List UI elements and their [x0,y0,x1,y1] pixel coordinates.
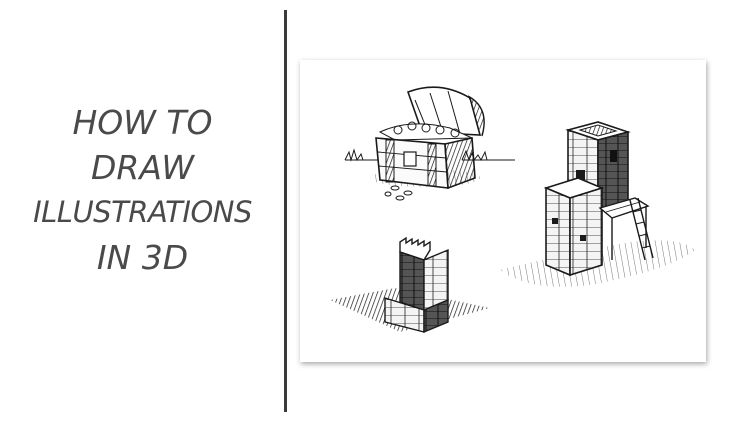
vertical-divider [284,10,287,412]
stone-tower-icon [500,121,695,287]
ink-illustration [330,86,695,334]
title-line-2: DRAW [91,148,194,187]
castle-turret-icon [330,236,490,334]
title-line-3: ILLUSTRATIONS [33,195,252,229]
treasure-chest-icon [344,86,515,201]
title-line-4: IN 3D [96,238,189,277]
illustration-card [300,60,706,362]
title-line-1: HOW TO [72,103,213,142]
page-title: HOW TO DRAW ILLUSTRATIONS IN 3D [0,100,285,280]
